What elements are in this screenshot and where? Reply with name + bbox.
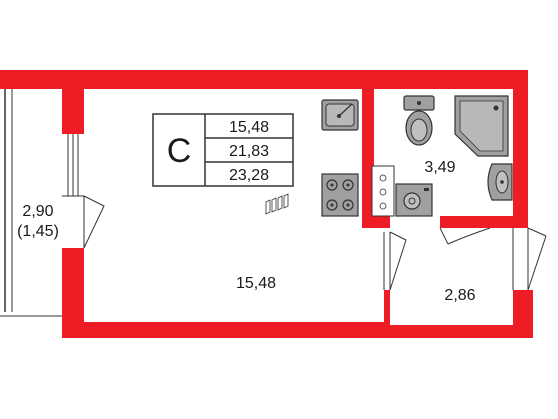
wall-right-lower [513,290,533,338]
bathroom-door[interactable] [390,226,510,245]
legend-value-2: 21,83 [229,143,269,160]
wall-left-upper [62,70,84,134]
balcony-area: 2,90 [22,203,53,220]
main-room-area: 15,48 [236,275,276,292]
legend-value-1: 15,48 [229,119,269,136]
walls [0,70,533,338]
kitchen-sink-icon [321,99,359,131]
washing-machine-icon [395,183,433,217]
wall-bath-bottom-left [362,216,390,228]
entrance-door[interactable] [512,227,547,291]
washbasin-icon [487,163,513,201]
hallway-area: 2,86 [444,287,475,304]
wall-bottom [62,322,390,338]
balcony-area-reduced: (1,45) [17,223,59,240]
legend-letter: С [167,132,192,170]
hallway-door[interactable] [383,231,407,291]
legend-value-3: 23,28 [229,167,269,184]
wall-left-lower [62,248,84,338]
balcony-door[interactable] [62,134,105,249]
wall-bath-bottom-right [440,216,528,228]
stove-icon [321,173,359,217]
wall-right-upper [513,70,528,228]
wall-hall-left [384,290,390,338]
wall-bath-left [362,70,374,228]
radiator-icon [265,193,289,215]
bathroom-area: 3,49 [424,159,455,176]
wall-bottom-right [390,325,533,338]
cabinet-icon [371,165,395,217]
balcony [0,77,66,317]
shower-icon [454,95,509,157]
toilet-icon [403,95,435,146]
legend-table: С 15,48 21,83 23,28 [152,113,294,187]
wall-top [0,70,528,89]
